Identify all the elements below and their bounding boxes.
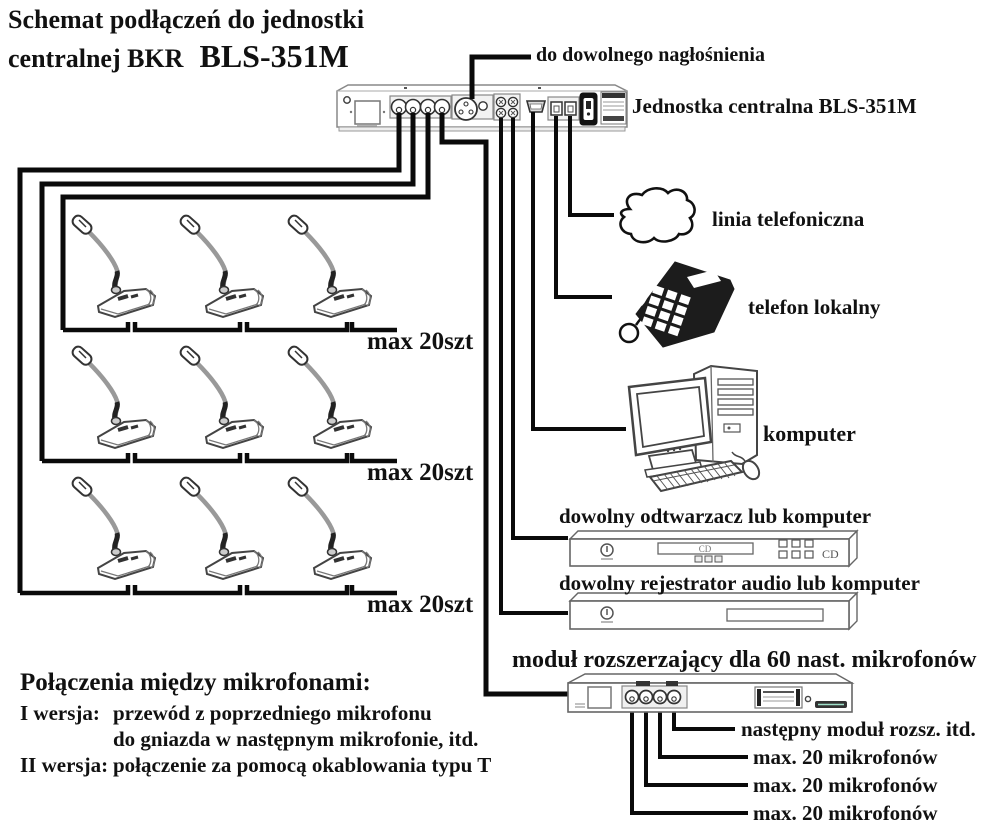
microphone-array [71,214,371,579]
cloud-icon [619,187,696,244]
expansion-output-label: max. 20 mikrofonów [753,773,938,797]
central-unit-label: Jednostka centralna BLS-351M [632,94,917,118]
microphone-icon [287,214,371,317]
wire-exp-out3 [658,703,748,759]
expansion-output-sockets [621,681,688,709]
line-io-sockets [493,93,521,121]
mic-row1-bus-wire [63,322,397,333]
microphone-icon [71,476,155,579]
notes-heading: Połączenia między mikrofonami: [20,669,371,696]
notes-version1-label: I wersja: [20,701,100,725]
screw-icon [343,96,351,104]
diagram-title-line2-text: centralnej BKR [8,44,184,73]
notes-version1: I wersja: przewód z poprzedniego mikrofo… [20,702,432,724]
phone-line-label: linia telefoniczna [712,207,865,231]
expansion-output-label: max. 20 mikrofonów [753,745,938,769]
wire-expansion-feed [439,113,570,697]
mic-row2-bus-wire [42,453,397,464]
notes-version2-label: II wersja: [20,753,109,777]
next-module-label: następny moduł rozsz. itd. [741,717,976,741]
computer-label: komputer [763,421,856,446]
expansion-title: moduł rozszerzający dla 60 nast. mikrofo… [512,647,977,673]
wire-mic-row2-feed [39,113,416,461]
microphone-icon [287,476,371,579]
cd-player-icon: CD CD [568,529,859,568]
microphone-icon [287,345,371,448]
wire-mic-row3-feed [17,113,402,593]
central-unit-rear-panel [336,84,628,132]
wiring [17,54,748,815]
label-sticker [600,91,627,125]
mic-output-sockets [389,95,452,119]
computer-icon [627,364,761,493]
recorder-label: dowolny rejestrator audio lub komputer [559,571,920,595]
wire-phone-line [568,116,614,217]
mic-row1-count-label: max 20szt [367,328,474,355]
cd-tray-text: CD [699,544,712,554]
local-phone-label: telefon lokalny [748,295,881,319]
wire-pa-out [469,54,531,99]
phone-jacks [547,96,580,121]
notes-version2-text: połączenie za pomocą okablowania typu T [113,753,492,777]
telephone-icon [618,261,735,348]
pa-output-label: do dowolnego nagłośnienia [536,44,765,66]
diagram-title-line2: centralnej BKR BLS-351M [8,38,349,74]
microphone-icon [71,214,155,317]
microphone-icon [71,345,155,448]
diagram-title-line1: Schemat podłączeń do jednostki [8,5,365,34]
recorder-display [726,608,824,622]
power-switch [579,92,598,126]
notes-version1-text2: do gniazda w następnym mikrofonie, itd. [113,727,479,751]
audio-recorder-icon [568,591,859,631]
microphone-icon [179,345,263,448]
mic-row3-bus-wire [20,585,397,596]
expansion-module-icon [567,673,855,713]
mic-row2-count-label: max 20szt [367,459,474,486]
cd-badge-text: CD [822,547,839,561]
microphone-icon [179,214,263,317]
notes-version1-text: przewód z poprzedniego mikrofonu [113,701,432,725]
wire-mic-row1-feed [60,113,431,330]
wire-exp-out1 [630,703,748,815]
power-inlet [587,686,612,709]
microphone-icon [179,476,263,579]
screw-icon [804,695,812,703]
wire-computer [531,112,626,431]
wire-recorder [499,118,568,615]
diagram-title-model: BLS-351M [199,38,349,74]
mic-row3-count-label: max 20szt [367,591,474,618]
power-inlet [354,100,381,125]
expansion-output-label: max. 20 mikrofonów [753,801,938,825]
cd-tray [657,542,754,555]
notes-version2: II wersja: połączenie za pomocą okablowa… [20,754,491,776]
wire-cd-player [511,118,568,540]
dsub-connector [525,100,547,113]
wire-local-phone [554,116,612,299]
wire-exp-out2 [644,703,748,787]
player-label: dowolny odtwarzacz lub komputer [559,504,872,528]
module-sticker [754,686,803,709]
